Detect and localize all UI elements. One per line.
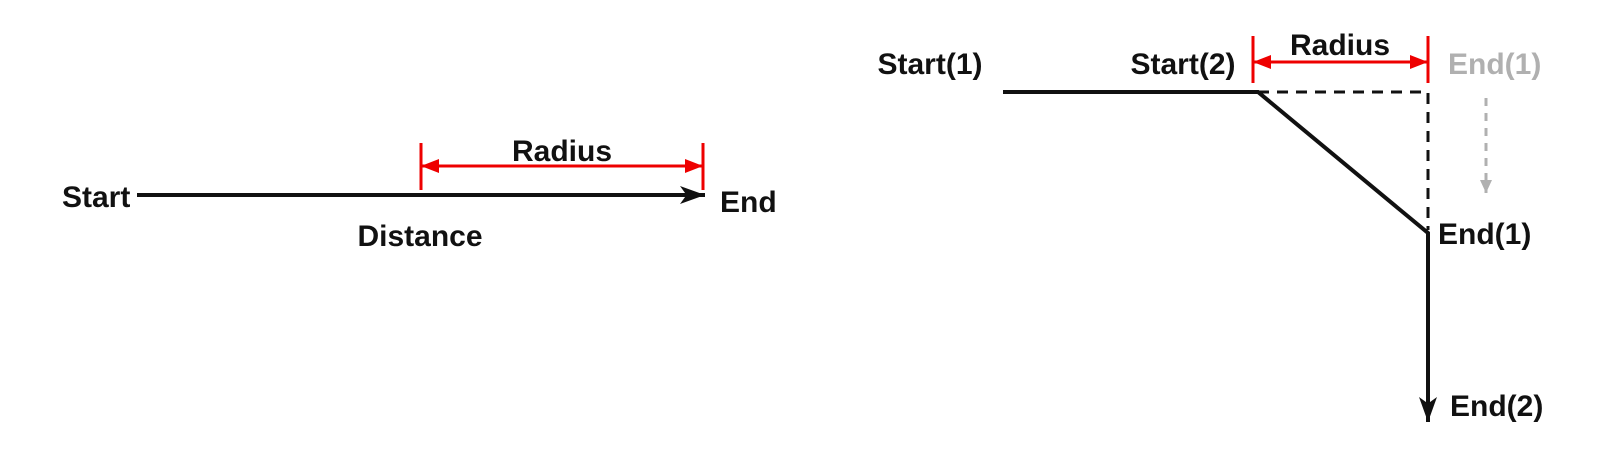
end2-label: End(2) [1450, 390, 1543, 423]
radius-label: Radius [512, 135, 612, 168]
actual-path-arrow-line [1003, 90, 1437, 422]
start-label: Start [62, 181, 130, 214]
end1-ghost-label: End(1) [1448, 48, 1541, 81]
start2-label: Start(2) [1130, 48, 1235, 81]
left-distance-diagram: Start End Distance Radius [62, 135, 777, 253]
start1-label: Start(1) [877, 48, 982, 81]
distance-label: Distance [357, 220, 482, 253]
end1-label: End(1) [1438, 218, 1531, 251]
radius-label: Radius [1290, 29, 1390, 62]
end-label: End [720, 186, 777, 219]
right-turn-diagram: Start(1) Start(2) Radius End(1) End(1) E… [877, 29, 1543, 423]
